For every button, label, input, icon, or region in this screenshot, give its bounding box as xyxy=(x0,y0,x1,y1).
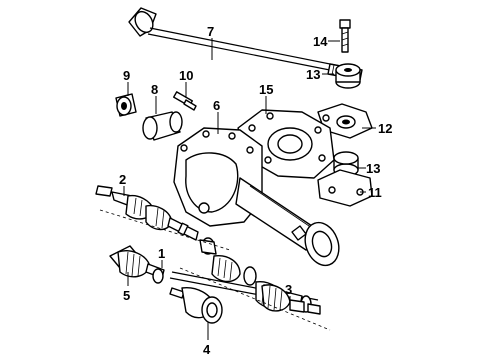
callout-14: 14 xyxy=(313,34,328,49)
callout-13-lower: 13 xyxy=(366,161,380,176)
callout-labels: 7 14 13 10 9 8 6 15 12 13 11 2 5 1 3 4 xyxy=(119,24,392,357)
cv-joint-part-4 xyxy=(169,287,223,324)
mount-bracket-part xyxy=(317,103,373,139)
callout-8: 8 xyxy=(151,82,158,97)
differential-housing-part xyxy=(173,127,340,267)
upper-halfshaft-part xyxy=(95,185,217,255)
upper-bushing-part xyxy=(335,63,361,89)
bushing-part-9 xyxy=(115,93,137,117)
callout-6: 6 xyxy=(213,98,220,113)
callout-10: 10 xyxy=(179,68,193,83)
callout-13-upper: 13 xyxy=(306,67,320,82)
callout-11: 11 xyxy=(368,185,382,200)
callout-2: 2 xyxy=(119,172,126,187)
callout-leaders xyxy=(123,38,376,340)
callout-9: 9 xyxy=(123,68,130,83)
lower-bracket-part xyxy=(317,169,373,207)
callout-15: 15 xyxy=(259,82,273,97)
callout-4: 4 xyxy=(203,342,211,357)
mount-sleeve-part xyxy=(142,111,183,141)
bolt-part-14 xyxy=(339,19,351,53)
bolt-part-10 xyxy=(173,91,197,111)
callout-3: 3 xyxy=(285,282,292,297)
callout-5: 5 xyxy=(123,288,130,303)
callout-1: 1 xyxy=(158,246,165,261)
cv-joint-part-5 xyxy=(109,245,165,284)
callout-7: 7 xyxy=(207,24,214,39)
callout-12: 12 xyxy=(378,121,392,136)
